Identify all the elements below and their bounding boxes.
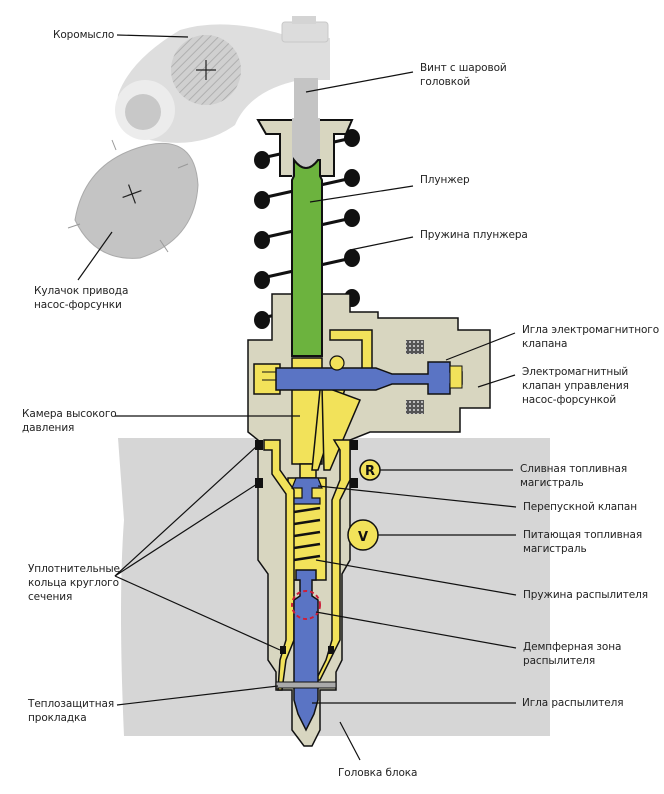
cam: [67, 139, 199, 259]
heat-shield: [275, 681, 337, 689]
bypass-valve: [291, 477, 323, 505]
return-marker: R: [359, 459, 381, 481]
label-return-line: Сливная топливная магистраль: [520, 463, 628, 489]
label-heat-shield: Теплозащитная прокладка: [28, 698, 115, 724]
damper-zone-circle: [291, 590, 321, 620]
o-rings: [255, 440, 358, 654]
label-high-pressure-chamber: Камера высокого давления: [22, 408, 117, 434]
cylinder-head-block: [118, 438, 664, 736]
block-bore-white: [550, 438, 664, 736]
nozzle-needle: [293, 569, 319, 732]
svg-text:V: V: [358, 530, 368, 545]
solenoid-coil-top: [406, 340, 424, 354]
label-nozzle-spring: Пружина распылителя: [523, 589, 648, 601]
leader-lines: [77, 34, 517, 761]
solenoid-coil-bottom: [406, 400, 424, 414]
label-damper-zone: Демпферная зона распылителя: [523, 641, 622, 667]
rocker-arm: [115, 16, 330, 143]
label-plunger-spring: Пружина плунжера: [420, 229, 528, 241]
label-rocker-arm: Коромысло: [53, 29, 115, 41]
supply-marker: V: [347, 519, 379, 551]
plunger: [291, 157, 323, 357]
label-solenoid-valve: Электромагнитный клапан управления насос…: [522, 366, 629, 406]
label-plunger: Плунжер: [420, 174, 470, 186]
label-ball-screw: Винт с шаровой головкой: [420, 62, 507, 88]
label-bypass-valve: Перепускной клапан: [523, 501, 637, 513]
label-o-rings: Уплотнительные кольца круглого сечения: [28, 563, 120, 603]
label-cylinder-head: Головка блока: [338, 767, 418, 779]
label-solenoid-needle: Игла электромагнитного клапана: [522, 324, 660, 350]
nozzle-spring: [293, 506, 321, 562]
svg-text:R: R: [365, 464, 375, 479]
label-cam: Кулачок привода насос-форсунки: [34, 285, 129, 311]
label-supply-line: Питающая топливная магистраль: [523, 529, 643, 555]
label-nozzle-needle: Игла распылителя: [522, 697, 624, 709]
